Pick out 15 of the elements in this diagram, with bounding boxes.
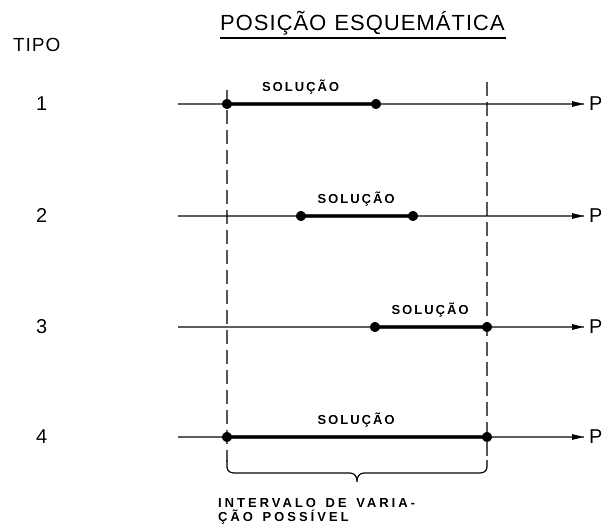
range-caption: INTERVALO DE VARIA- ÇÃO POSSÍVEL	[218, 496, 420, 525]
axis-label: P	[589, 94, 602, 114]
diagram-title: POSIÇÃO ESQUEMÁTICA	[220, 12, 506, 39]
type-number: 1	[36, 94, 48, 114]
axis-label: P	[589, 427, 602, 447]
column-heading: TIPO	[13, 36, 62, 55]
solution-label: SOLUÇÃO	[392, 303, 470, 316]
solution-label: SOLUÇÃO	[318, 192, 396, 205]
solution-label: SOLUÇÃO	[318, 413, 396, 426]
solution-label: SOLUÇÃO	[262, 80, 341, 93]
type-number: 4	[36, 427, 48, 447]
axis-label: P	[589, 317, 602, 337]
type-number: 2	[36, 206, 48, 226]
type-number: 3	[36, 317, 48, 337]
axis-label: P	[589, 206, 602, 226]
